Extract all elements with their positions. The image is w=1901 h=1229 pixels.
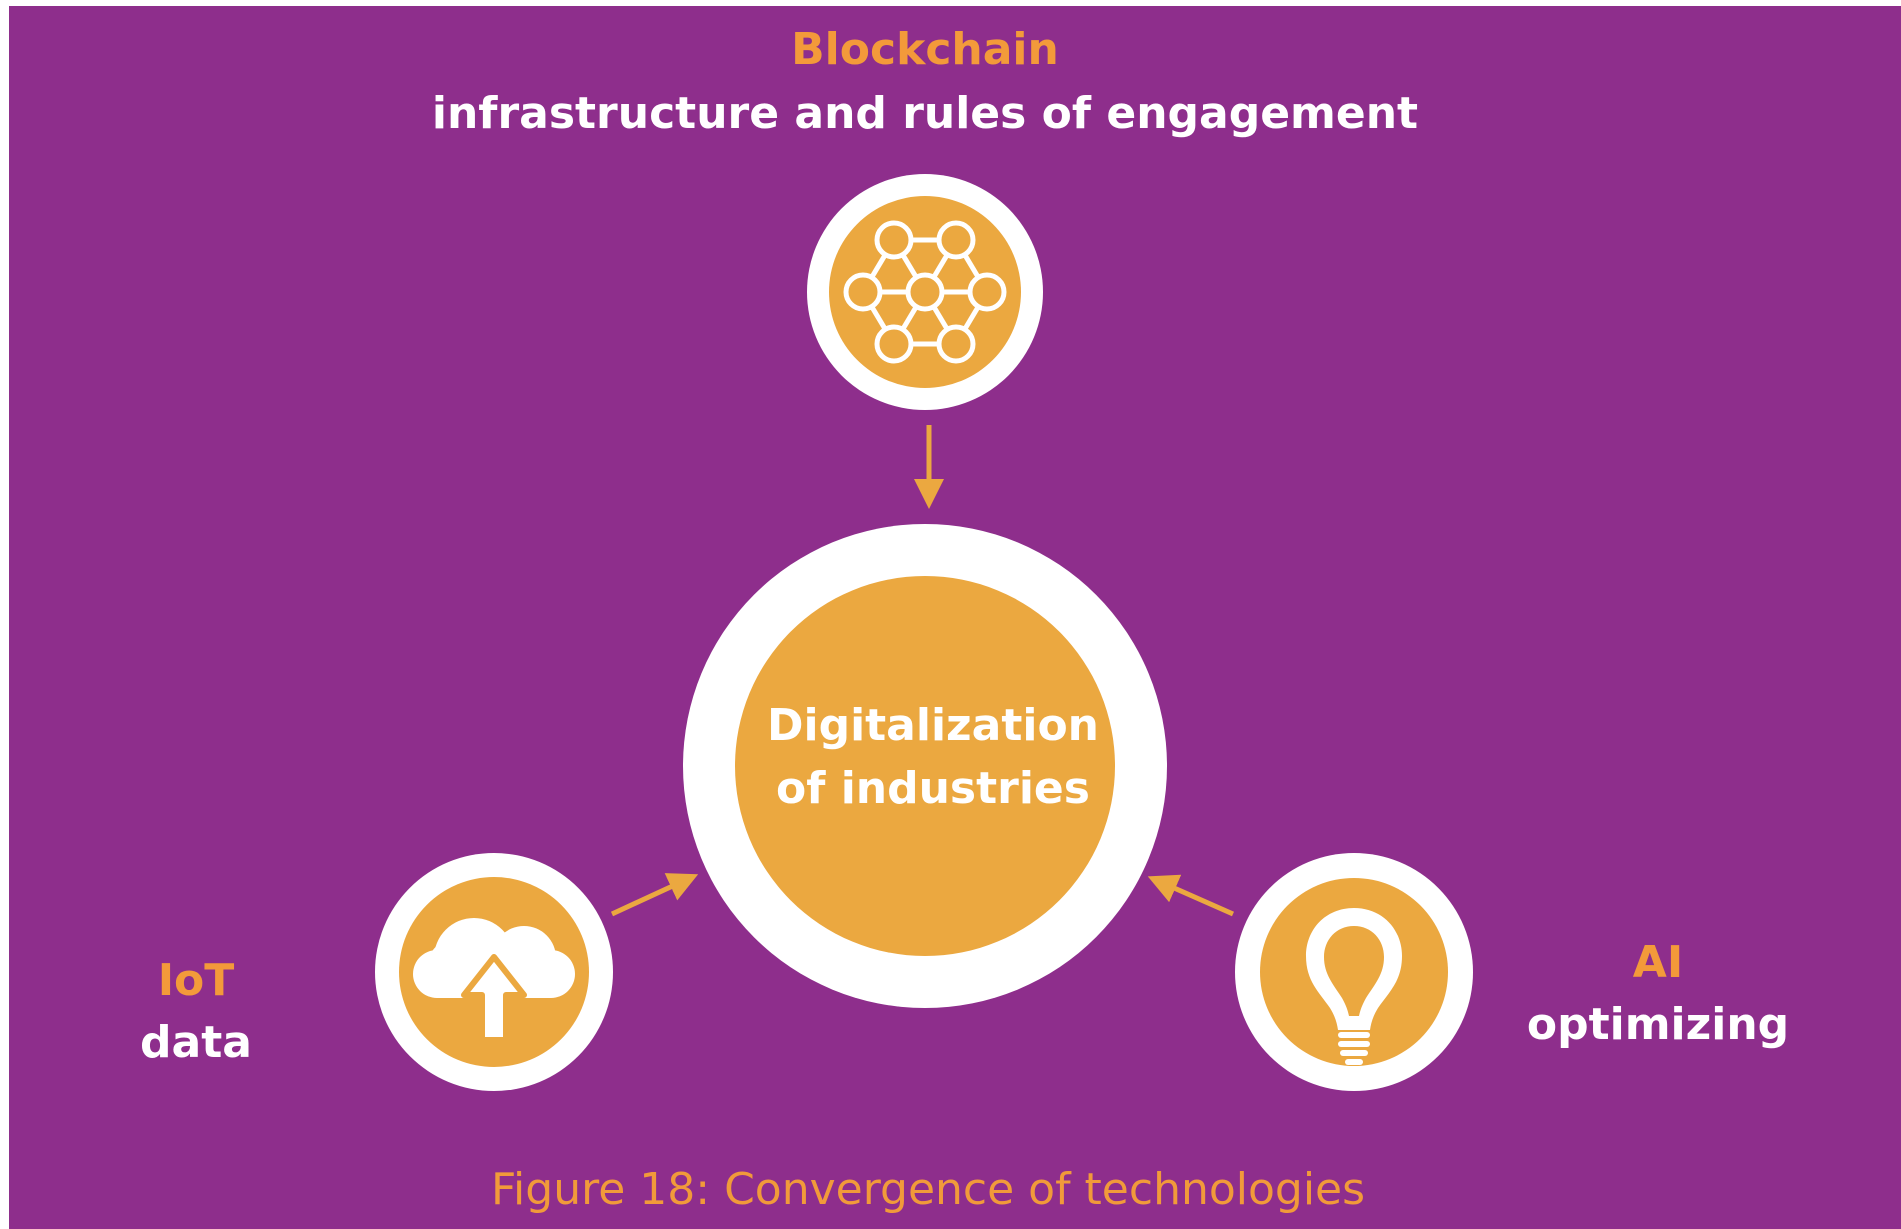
ai-subtitle: optimizing: [1527, 999, 1789, 1050]
arrow-left-to-center: [610, 873, 699, 917]
arrow-right-to-center: [1147, 874, 1235, 917]
cloud-upload-icon: [413, 918, 575, 1043]
iot-node: [375, 853, 613, 1091]
lightbulb-icon: [1306, 908, 1402, 1065]
center-node-line1: Digitalization: [767, 700, 1099, 751]
network-icon: [843, 220, 1007, 364]
blockchain-subtitle: infrastructure and rules of engagement: [432, 88, 1418, 139]
blockchain-title: Blockchain: [791, 24, 1059, 75]
center-node-disc: [735, 576, 1115, 956]
ai-node: [1235, 853, 1473, 1091]
iot-title: IoT: [158, 955, 235, 1006]
center-node-line2: of industries: [776, 763, 1090, 814]
iot-subtitle: data: [140, 1017, 252, 1068]
blockchain-node: [807, 174, 1043, 410]
center-node: Digitalization of industries: [683, 524, 1167, 1008]
figure-caption: Figure 18: Convergence of technologies: [491, 1164, 1365, 1215]
ai-title: AI: [1633, 937, 1683, 988]
